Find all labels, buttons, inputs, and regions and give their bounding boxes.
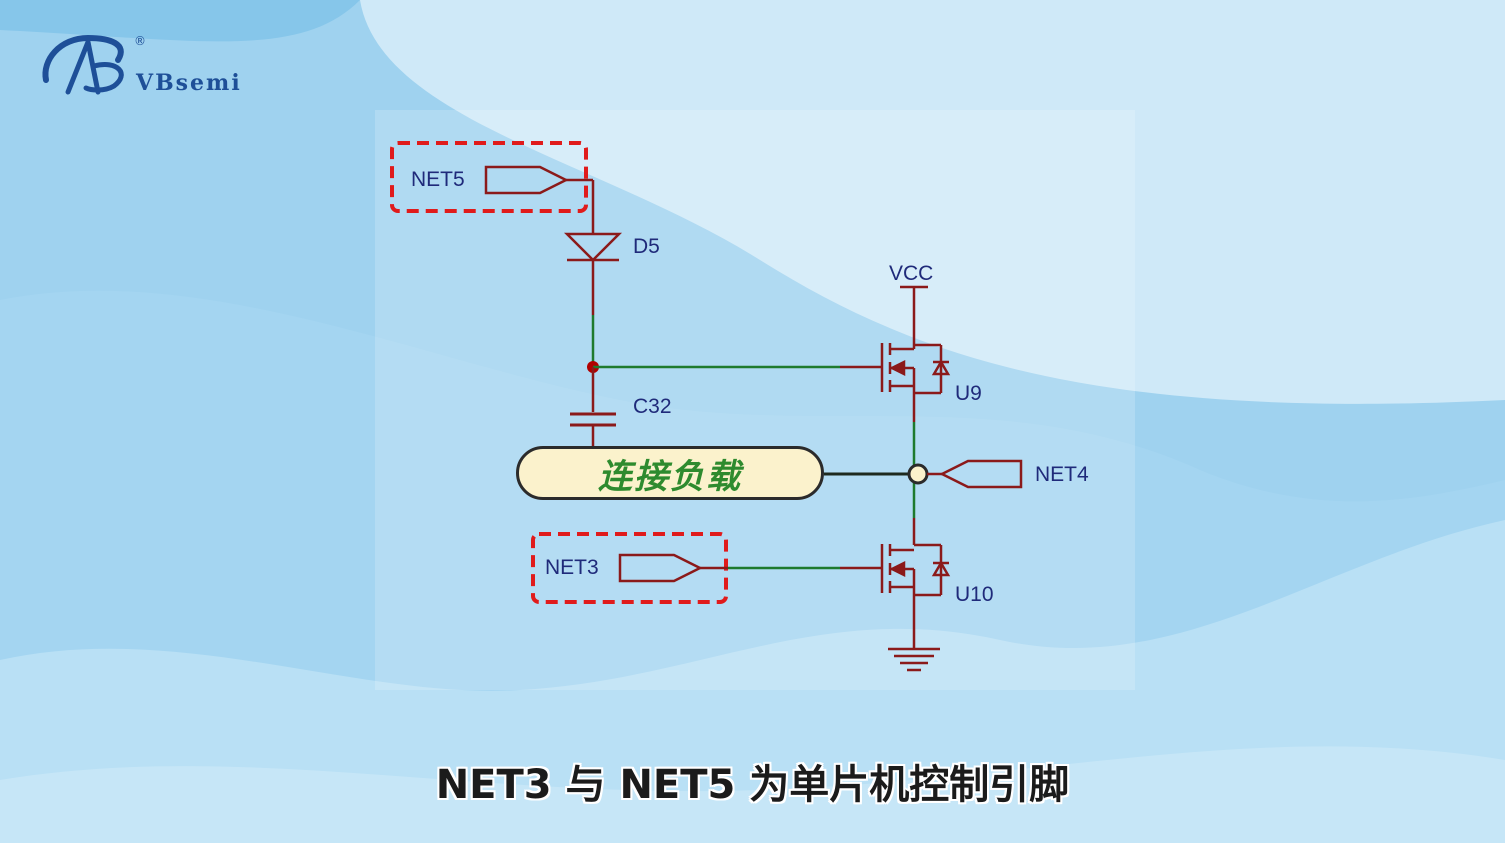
vbsemi-logo-icon bbox=[42, 34, 124, 95]
u10-label: U10 bbox=[955, 583, 994, 606]
brand-name: VBsemi bbox=[136, 70, 242, 96]
registered-mark: ® bbox=[134, 34, 146, 48]
capacitor-c32 bbox=[570, 412, 616, 427]
mosfet-u9 bbox=[880, 343, 951, 400]
load-block: 连接负载 bbox=[516, 446, 824, 500]
net3-label: NET3 bbox=[545, 556, 599, 579]
net4-label: NET4 bbox=[1035, 463, 1089, 486]
net5-highlight-box bbox=[390, 141, 588, 213]
vcc-label: VCC bbox=[889, 262, 934, 285]
mosfet-u10 bbox=[880, 543, 951, 600]
brand-logo: ® VBsemi bbox=[38, 30, 268, 105]
ground-symbol bbox=[888, 647, 940, 672]
u9-label: U9 bbox=[955, 382, 982, 405]
diode-d5 bbox=[563, 232, 623, 262]
net3-port-flag bbox=[618, 553, 703, 583]
net5-port-flag bbox=[484, 165, 569, 195]
d5-label: D5 bbox=[633, 235, 660, 258]
vcc-symbol bbox=[900, 285, 928, 345]
net4-port-flag bbox=[939, 459, 1023, 489]
subtitle-caption: NET3 与 NET5 为单片机控制引脚 bbox=[435, 762, 1070, 808]
net5-label: NET5 bbox=[411, 168, 465, 191]
c32-label: C32 bbox=[633, 395, 672, 418]
net4-node bbox=[907, 463, 929, 485]
